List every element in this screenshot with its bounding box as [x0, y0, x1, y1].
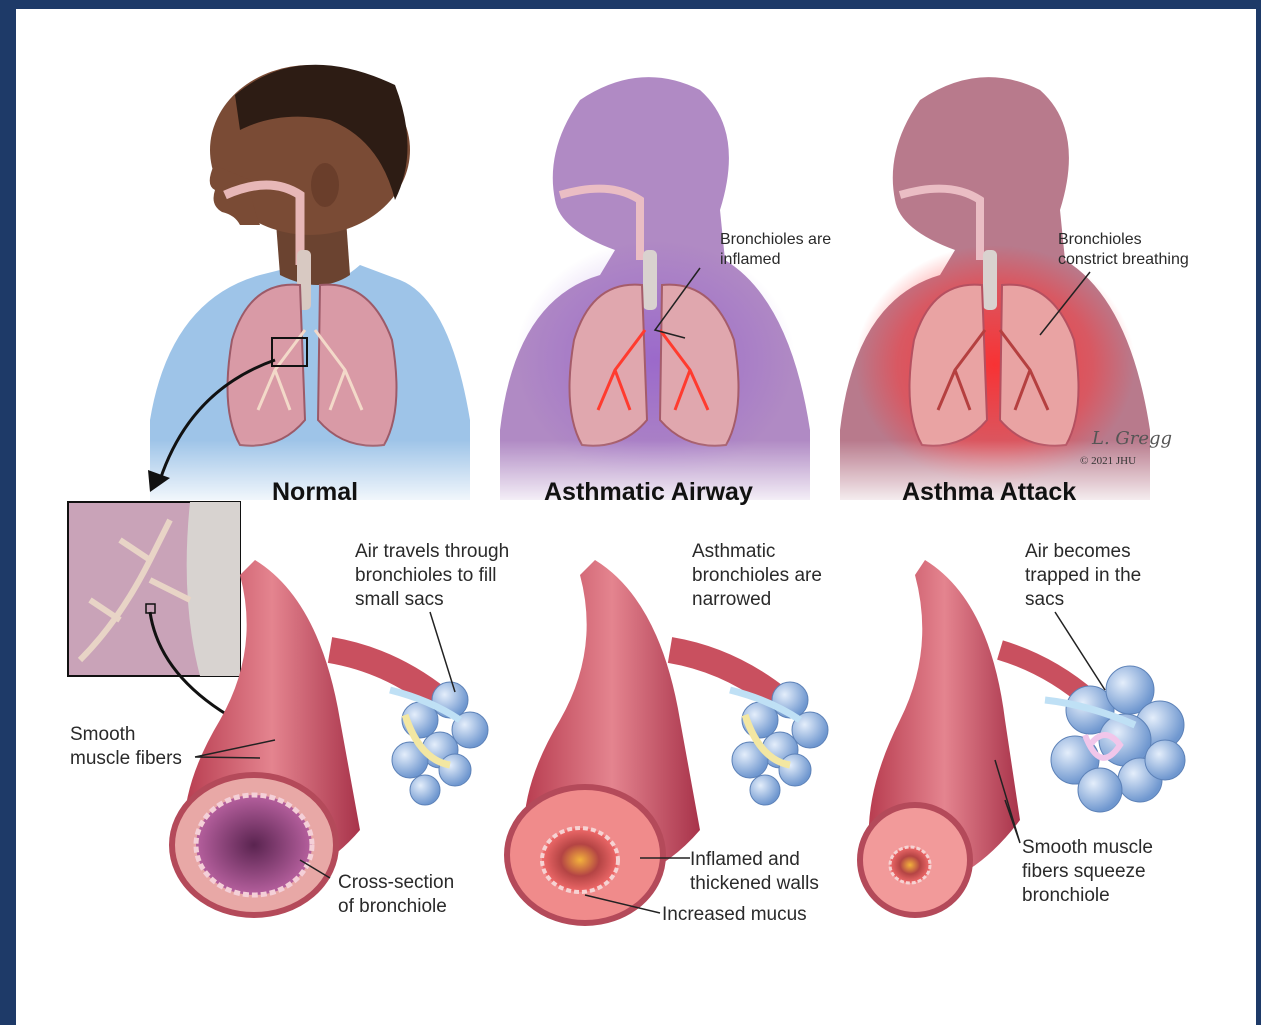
cross-section-label: Cross-section of bronchiole: [338, 871, 454, 919]
narrowed-bronchioles-label: Asthmatic bronchioles are narrowed: [692, 540, 822, 612]
constrict-breathing-label: Bronchioles constrict breathing: [1058, 230, 1189, 270]
inflamed-walls-label: Inflamed and thickened walls: [690, 848, 819, 896]
artist-signature: L. Gregg: [1092, 428, 1172, 449]
normal-child-figure: [150, 65, 470, 500]
asthmatic-airway-title: Asthmatic Airway: [544, 478, 753, 507]
increased-mucus-label: Increased mucus: [662, 903, 807, 927]
smooth-muscle-fibers-label: Smooth muscle fibers: [70, 723, 182, 771]
copyright-notice: © 2021 JHU: [1080, 455, 1136, 467]
asthmatic-child-silhouette: [500, 77, 810, 500]
inflamed-bronchioles-label: Bronchioles are inflamed: [720, 230, 831, 270]
air-trapped-label: Air becomes trapped in the sacs: [1025, 540, 1141, 612]
zoom-inset: [68, 502, 240, 676]
normal-title: Normal: [272, 478, 358, 507]
muscle-squeeze-label: Smooth muscle fibers squeeze bronchiole: [1022, 836, 1153, 908]
asthma-attack-title: Asthma Attack: [902, 478, 1076, 507]
air-travels-label: Air travels through bronchioles to fill …: [355, 540, 509, 612]
